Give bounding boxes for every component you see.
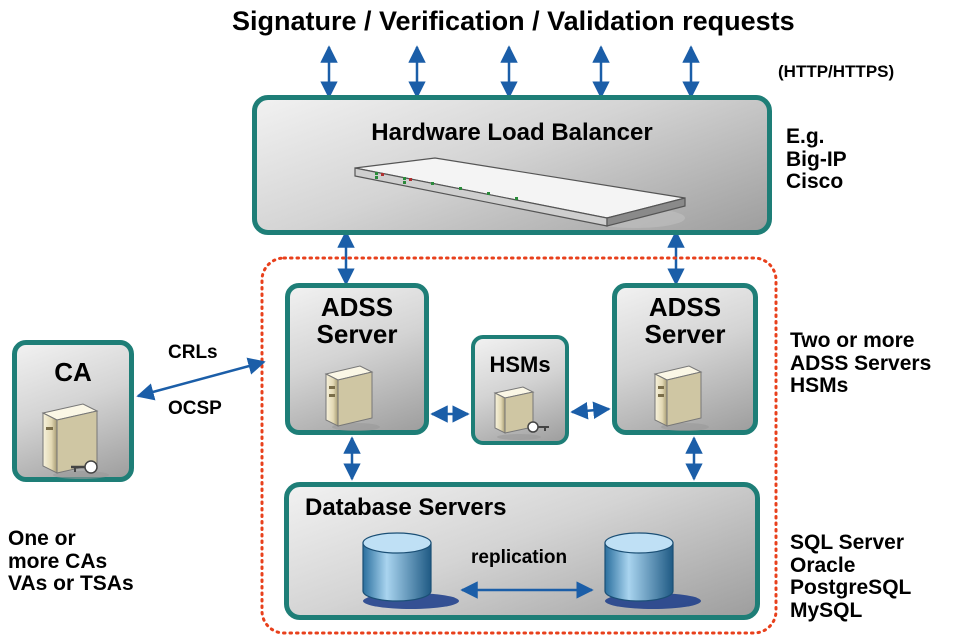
cluster-note: Two or more ADSS Servers HSMs (790, 329, 932, 398)
database-box[interactable]: Database Servers replication (284, 482, 760, 620)
database-cylinder-icon (604, 532, 701, 609)
ca-server-key-icon (41, 403, 109, 479)
database-products: SQL Server Oracle PostgreSQL MySQL (790, 531, 912, 623)
database-cylinder-icon (362, 532, 459, 609)
db-product-line: Oracle (790, 553, 856, 577)
lb-example-line: Cisco (786, 170, 844, 194)
replication-label: replication (471, 547, 568, 568)
ca-note: One or more CAs VAs or TSAs (8, 527, 134, 596)
lb-example-line: Big-IP (786, 147, 847, 171)
adss-right-title-line2: Server (644, 319, 726, 350)
cluster-note-line: ADSS Servers (790, 351, 932, 375)
adss-server-left-title: ADSS Server (290, 292, 424, 350)
cluster-boundary (260, 256, 778, 635)
adss-right-title-line1: ADSS (648, 292, 722, 322)
load-balancer-examples: E.g. Big-IP Cisco (786, 125, 847, 194)
request-arrows (320, 45, 700, 99)
db-product-line: SQL Server (790, 531, 905, 554)
load-balancer-box[interactable]: Hardware Load Balancer (252, 95, 772, 235)
load-balancer-title: Hardware Load Balancer (371, 119, 653, 146)
cluster-note-line: HSMs (790, 374, 849, 398)
db-product-line: PostgreSQL (790, 576, 912, 600)
ca-note-line: VAs or TSAs (8, 572, 134, 596)
lb-example-line: E.g. (786, 125, 825, 148)
hsm-server-key-icon (493, 386, 549, 440)
adss-left-title-line1: ADSS (320, 292, 394, 322)
ocsp-label: OCSP (168, 398, 222, 419)
server-tower-icon (324, 365, 380, 431)
adss-server-left-box[interactable]: ADSS Server (285, 283, 429, 435)
server-tower-icon (653, 365, 709, 431)
hsm-title: HSMs (489, 352, 551, 377)
database-title: Database Servers (305, 494, 507, 521)
crls-label: CRLs (168, 342, 218, 363)
requests-title: Signature / Verification / Validation re… (232, 6, 795, 36)
cluster-note-line: Two or more (790, 329, 915, 352)
adss-left-title-line2: Server (316, 319, 398, 350)
ca-note-line: more CAs (8, 549, 108, 573)
protocol-label: (HTTP/HTTPS) (778, 62, 895, 81)
hsm-box[interactable]: HSMs (471, 335, 569, 445)
ca-note-line: One or (8, 527, 76, 550)
ca-box[interactable]: CA (12, 340, 134, 482)
adss-server-right-box[interactable]: ADSS Server (612, 283, 758, 435)
load-balancer-device-icon (354, 157, 686, 228)
ca-title: CA (54, 357, 92, 387)
adss-server-right-title: ADSS Server (617, 292, 753, 350)
db-product-line: MySQL (790, 599, 863, 623)
